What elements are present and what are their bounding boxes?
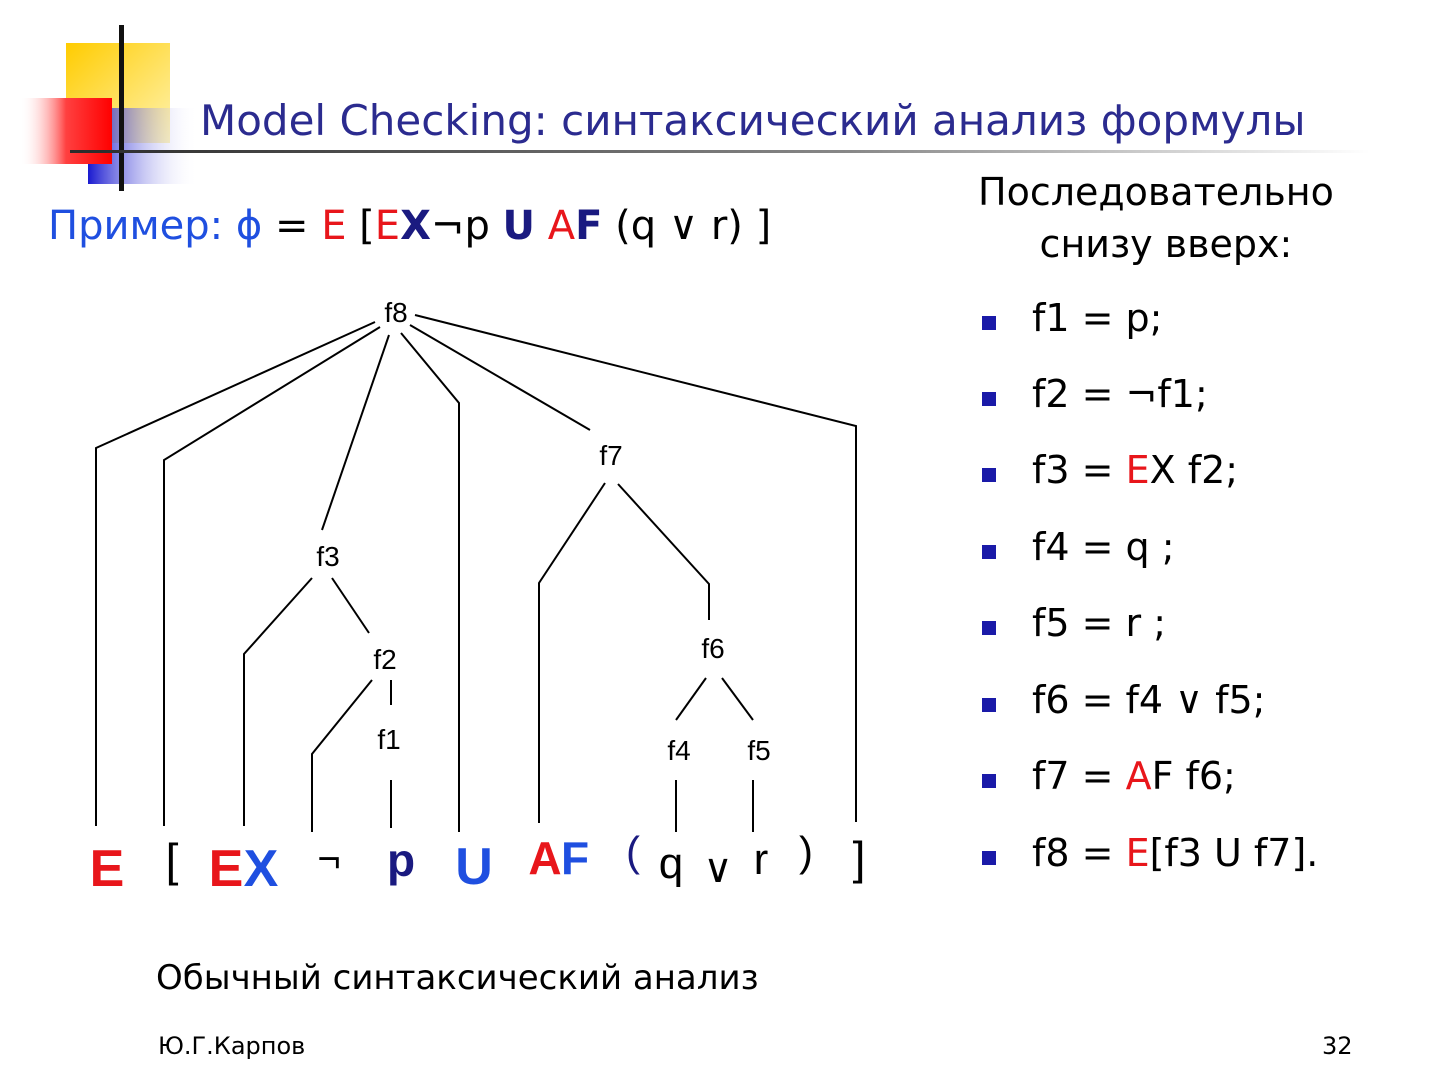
page-number: 32	[1322, 1032, 1353, 1060]
example-eq: =	[262, 203, 322, 249]
step-f5: f5 = r ;	[1032, 601, 1167, 645]
node-f5: f5	[747, 735, 770, 766]
bullet-icon	[982, 774, 996, 788]
leaf-p: p	[387, 834, 415, 886]
bullet-icon	[982, 621, 996, 635]
edge-f7-f6	[617, 483, 710, 620]
leaf-rparen: )	[799, 828, 813, 875]
leaf-neg: ¬	[317, 837, 340, 881]
leaf-AF-F: F	[561, 832, 589, 884]
node-f4: f4	[667, 735, 690, 766]
tree-edges	[95, 314, 857, 832]
leaf-EX-X: X	[244, 840, 279, 898]
step-f8: f8 = E[f3 U f7].	[1032, 831, 1319, 875]
node-f7: f7	[599, 440, 622, 471]
phi-symbol: ϕ	[235, 203, 263, 249]
leaf-rbracket: ]	[853, 832, 866, 884]
edge-f8-f3	[321, 334, 390, 531]
example-not-p: ¬p	[430, 203, 503, 249]
edge-f3-f2	[331, 577, 370, 634]
edge-f3-EX	[243, 577, 313, 826]
node-f8: f8	[384, 297, 407, 328]
leaf-lbracket: [	[166, 834, 179, 886]
step-f2: f2 = ¬f1;	[1032, 372, 1208, 416]
step-f4: f4 = q ;	[1032, 525, 1175, 569]
bullet-icon	[982, 851, 996, 865]
leaf-EX-E: E	[209, 840, 244, 898]
leaf-lparen: (	[626, 828, 640, 875]
edge-f6-f4	[675, 677, 707, 721]
node-f3: f3	[316, 541, 339, 572]
example-U: U	[502, 203, 536, 249]
edge-f2-neg	[311, 679, 373, 832]
edge-f8-E	[95, 321, 376, 826]
example-E2: E	[374, 203, 401, 249]
deco-vertical-line	[119, 25, 124, 191]
slide-decoration	[20, 25, 1370, 191]
leaf-q: q	[659, 839, 683, 888]
slide-title: Model Checking: синтаксический анализ фо…	[200, 96, 1306, 145]
step-f3: f3 = EX f2;	[1032, 448, 1239, 492]
step-f1: f1 = p;	[1032, 296, 1163, 340]
steps-heading: Последовательно снизу вверх:	[978, 166, 1334, 270]
bullet-icon	[982, 316, 996, 330]
example-formula: Пример: ϕ = E [EX¬p U AF (q ∨ r) ]	[48, 203, 771, 249]
leaf-AF-A: A	[528, 832, 561, 884]
step-f6: f6 = f4 ∨ f5;	[1032, 678, 1266, 722]
edge-f8-f7	[409, 324, 591, 431]
deco-horizontal-line	[70, 150, 1370, 153]
example-X: X	[400, 203, 431, 249]
example-F: F	[575, 203, 603, 249]
bullet-icon	[982, 545, 996, 559]
edge-f7-AF	[538, 482, 606, 823]
leaf-E: E	[90, 840, 125, 898]
steps-heading-line2: снизу вверх:	[1039, 222, 1293, 266]
example-label: Пример:	[48, 203, 224, 249]
bullet-icon	[982, 468, 996, 482]
node-f6: f6	[701, 633, 724, 664]
node-f2: f2	[373, 644, 396, 675]
edge-f8-U	[400, 332, 460, 832]
node-f1: f1	[377, 724, 400, 755]
leaf-U: U	[455, 838, 493, 896]
author: Ю.Г.Карпов	[158, 1032, 306, 1060]
example-open-bracket: [	[346, 203, 375, 249]
leaf-or: ∨	[703, 847, 732, 891]
edge-f8-rbracket	[414, 314, 857, 822]
edge-f6-f5	[721, 677, 754, 721]
tree-caption: Обычный синтаксический анализ	[156, 958, 759, 998]
steps-heading-line1: Последовательно	[978, 170, 1334, 214]
edge-f8-bracket	[163, 326, 381, 826]
bullet-icon	[982, 698, 996, 712]
example-E1: E	[321, 203, 347, 249]
example-A: A	[535, 203, 576, 249]
leaf-r: r	[754, 835, 769, 884]
example-rest: (q ∨ r) ]	[602, 203, 772, 249]
bullet-icon	[982, 392, 996, 406]
step-f7: f7 = AF f6;	[1032, 754, 1236, 798]
